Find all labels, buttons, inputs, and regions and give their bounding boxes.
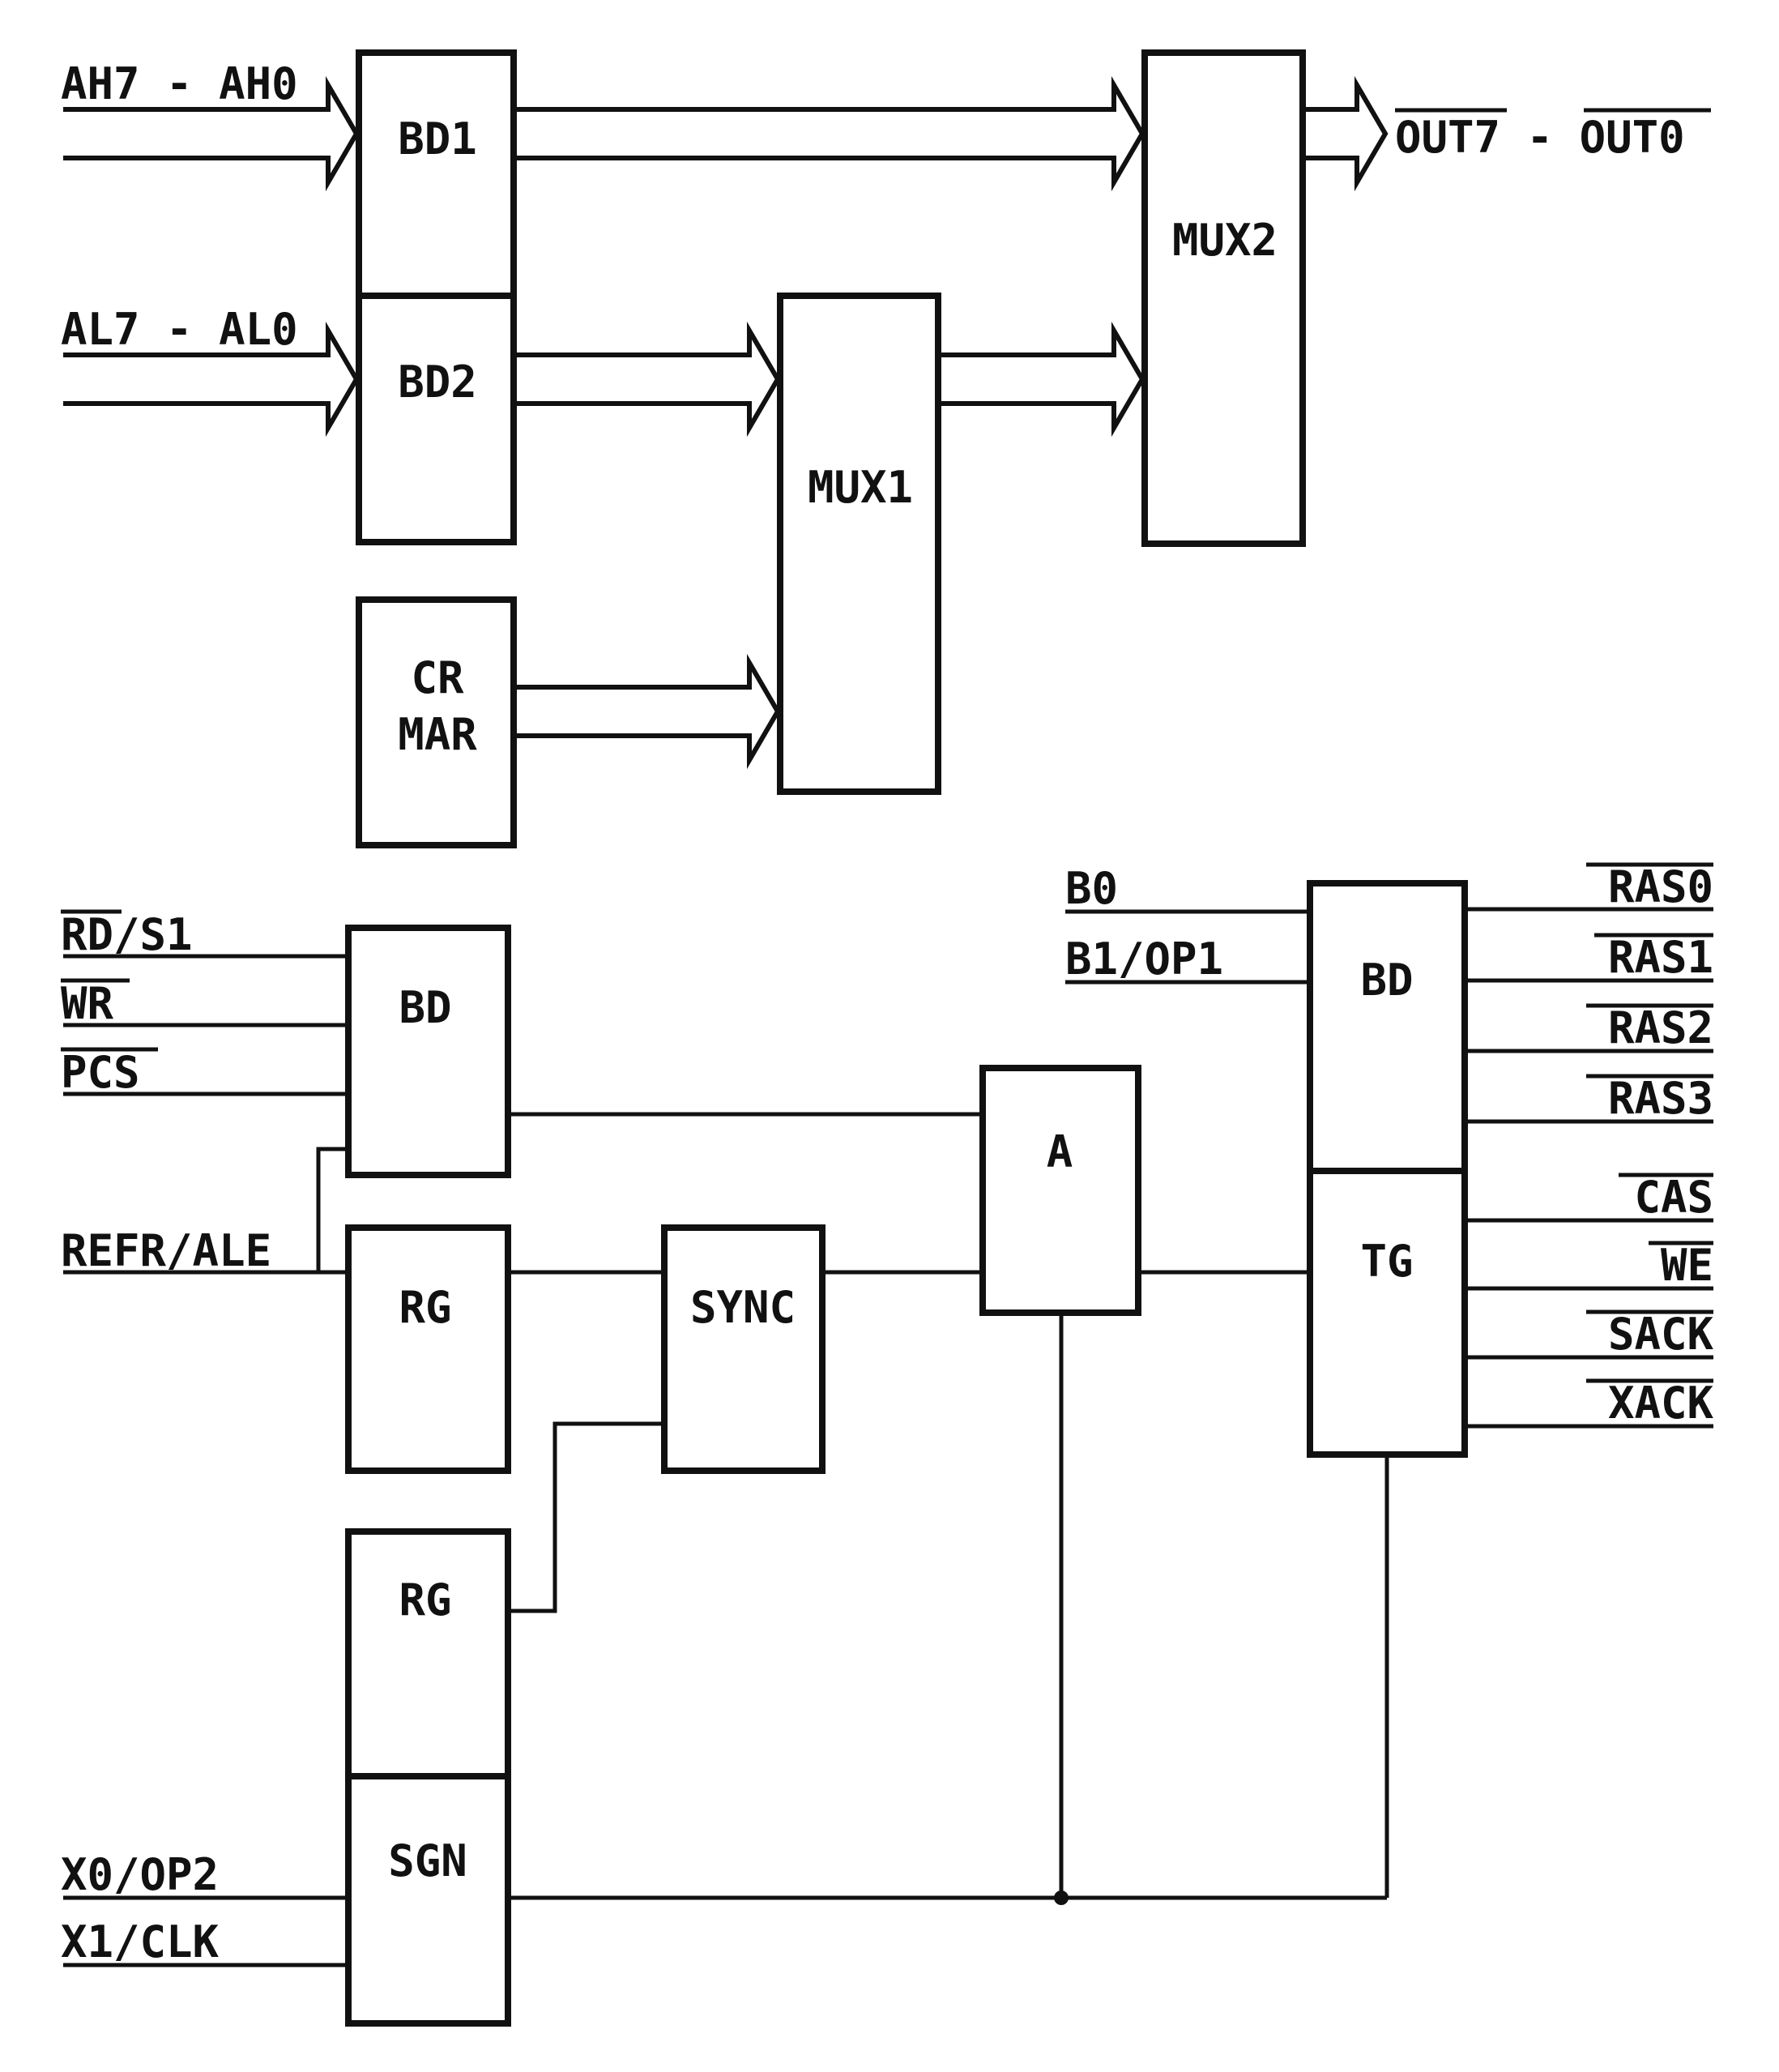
block-rg-1-label: RG	[399, 1282, 451, 1333]
signal-wr-label: WR	[61, 978, 114, 1029]
block-tg-label: TG	[1360, 1236, 1413, 1287]
block-crmar-label-2: MAR	[398, 709, 477, 760]
block-tg	[1307, 1168, 1468, 1458]
bus-arrow-mux1-to-mux2	[938, 321, 1145, 438]
signal-al-label: AL7 - AL0	[61, 304, 298, 355]
block-sync-label: SYNC	[690, 1282, 796, 1333]
signal-x1-clk-label: X1/CLK	[61, 1916, 220, 1967]
block-rg-2	[345, 1528, 511, 1779]
block-bd-out	[1307, 880, 1468, 1174]
block-mux2	[1141, 49, 1306, 547]
block-a	[979, 1065, 1141, 1316]
signal-cas-label: CAS	[1634, 1172, 1713, 1223]
signal-refr-ale-label: REFR/ALE	[61, 1225, 271, 1276]
block-mux1-label: MUX1	[808, 462, 913, 513]
block-bd1-label: BD1	[398, 113, 477, 164]
signal-ras0-label: RAS0	[1608, 861, 1713, 912]
block-sgn	[345, 1773, 511, 2027]
block-a-label: A	[1047, 1126, 1073, 1177]
wire-rg2-to-sync	[508, 1421, 664, 1613]
block-sgn-label: SGN	[388, 1835, 467, 1886]
block-rg-2-label: RG	[399, 1574, 451, 1626]
signal-ras1-label: RAS1	[1608, 932, 1713, 983]
block-mux1	[777, 293, 941, 795]
block-rg-1	[345, 1224, 511, 1474]
block-mux2-label: MUX2	[1172, 215, 1278, 266]
wire-refr-ale-tap	[316, 1147, 348, 1272]
block-crmar-label-1: CR	[411, 652, 464, 703]
block-crmar	[356, 596, 517, 848]
bus-arrow-crmar-to-mux1	[514, 653, 781, 770]
block-bd2	[356, 293, 517, 545]
signal-ras2-label: RAS2	[1608, 1002, 1713, 1053]
junction-dot	[1054, 1890, 1069, 1905]
block-bd-out-label: BD	[1360, 955, 1413, 1006]
signal-pcs-label: PCS	[61, 1047, 140, 1098]
bus-arrow-bd1-to-mux2	[514, 75, 1145, 192]
signal-out-label: OUT7 - OUT0	[1395, 112, 1685, 163]
signal-ah-label: AH7 - AH0	[61, 58, 298, 109]
signal-we-label: WE	[1661, 1240, 1713, 1291]
block-bd-control	[345, 925, 511, 1178]
block-bd1	[356, 49, 517, 299]
signal-b1-op1-label: B1/OP1	[1065, 933, 1223, 985]
signal-x0-op2-label: X0/OP2	[61, 1849, 219, 1900]
block-bd-control-label: BD	[399, 982, 451, 1033]
signal-xack-label: XACK	[1608, 1378, 1714, 1429]
bus-arrow-mux2-to-out	[1303, 75, 1389, 192]
signal-rd-s1-label: RD/S1	[61, 909, 193, 960]
signal-sack-label: SACK	[1608, 1309, 1714, 1360]
block-bd2-label: BD2	[398, 357, 477, 408]
signal-ras3-label: RAS3	[1608, 1073, 1713, 1124]
signal-b0-label: B0	[1065, 863, 1118, 914]
block-sync	[661, 1224, 826, 1474]
bus-arrow-bd2-to-mux1	[514, 321, 781, 438]
